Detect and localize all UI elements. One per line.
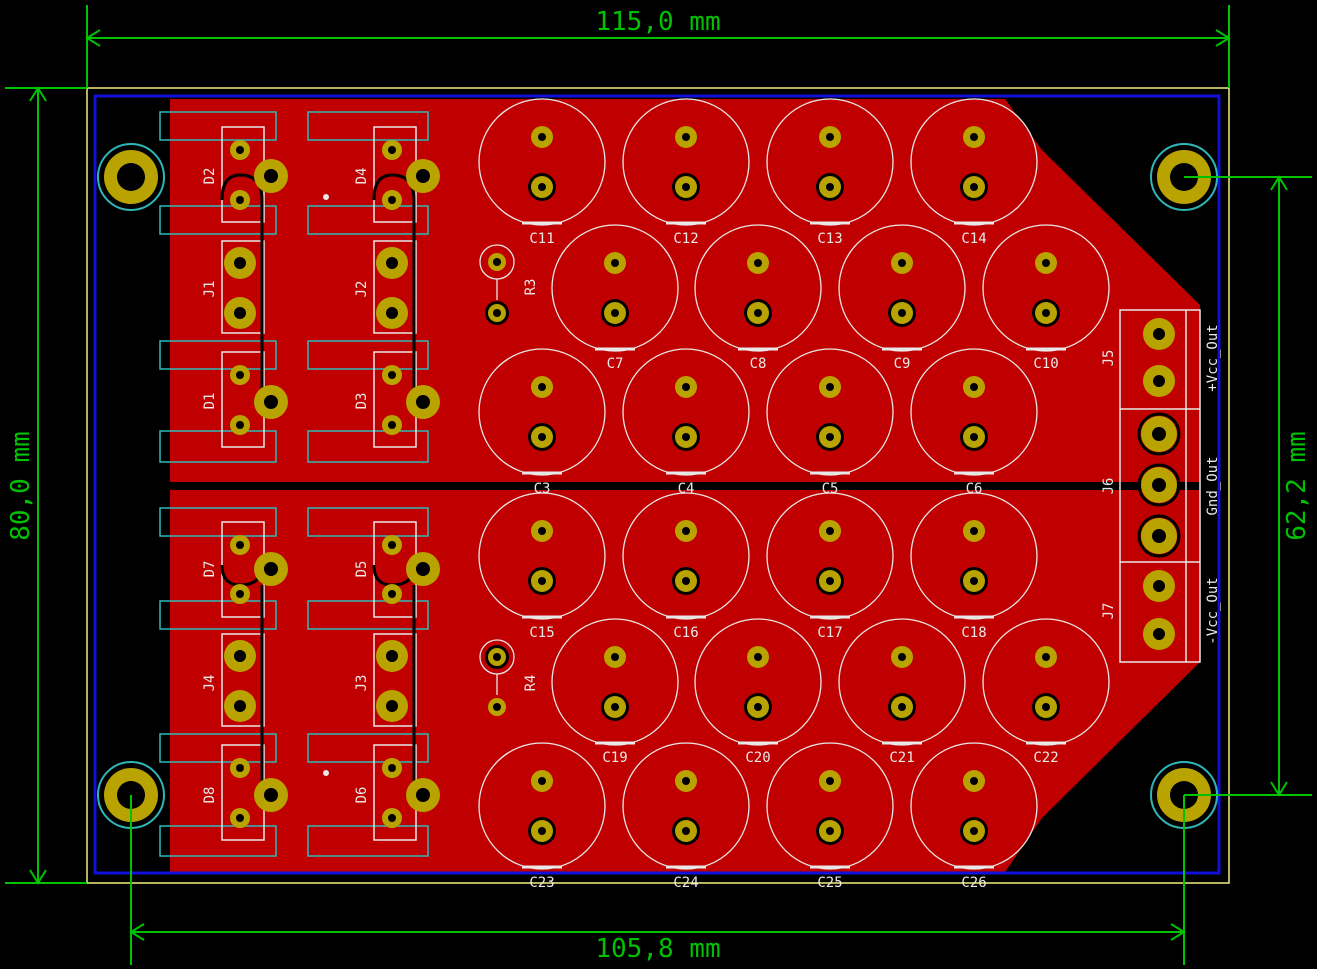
capacitor-c13: C13 [766,98,894,247]
ref-C20: C20 [745,750,770,766]
dimension-bottom-label: 105,8 mm [595,934,720,964]
diode-pads [224,140,440,828]
dimension-bottom [129,795,1186,965]
ref-R3: R3 [523,279,539,296]
ref-C5: C5 [822,481,839,497]
capacitor-c22: C22 [982,618,1110,766]
dimension-left-label: 80,0 mm [6,431,36,541]
output-connectors: J5 J6 J7 +Vcc_Out Gnd_Out -Vcc_Out [1101,309,1221,663]
ref-C3: C3 [534,481,551,497]
capacitor-c8: C8 [694,224,822,372]
ref-C15: C15 [529,625,554,641]
ref-C13: C13 [817,231,842,247]
ref-C8: C8 [750,356,767,372]
ref-C11: C11 [529,231,554,247]
capacitor-c16: C16 [622,492,750,641]
ref-J7: J7 [1101,603,1117,620]
ref-C16: C16 [673,625,698,641]
ref-D2: D2 [202,168,218,185]
ref-C7: C7 [607,356,624,372]
ref-D4: D4 [354,168,370,185]
keepout-outline [93,94,1221,875]
capacitor-c24: C24 [622,742,750,891]
capacitor-c7: C7 [551,224,679,372]
ref-C23: C23 [529,875,554,891]
capacitor-c25: C25 [766,742,894,891]
ref-D1: D1 [202,393,218,410]
dimension-right-label: 62,2 mm [1282,431,1312,541]
label-neg-vcc-out: -Vcc_Out [1205,577,1221,644]
ref-D8: D8 [202,787,218,804]
ref-J2: J2 [354,281,370,298]
capacitor-c14: C14 [910,98,1038,247]
capacitor-c26: C26 [910,742,1038,891]
ref-C12: C12 [673,231,698,247]
ref-C24: C24 [673,875,698,891]
ref-C4: C4 [678,481,695,497]
ref-C9: C9 [894,356,911,372]
capacitor-c4: C4 [622,348,750,497]
copper-pour-bottom [170,490,1200,872]
dimension-right [1184,175,1312,797]
capacitor-c17: C17 [766,492,894,641]
capacitor-c15: C15 [478,492,606,641]
ref-D5: D5 [354,561,370,578]
dimension-left [5,86,87,885]
label-gnd-out: Gnd_Out [1205,456,1221,515]
capacitor-c9: C9 [838,224,966,372]
ref-J1: J1 [202,281,218,298]
resistor-r3: R3 [479,244,539,325]
left-module-labels: D2 J1 D1 D4 J2 D3 D7 J4 D8 D5 J3 D6 [202,168,370,804]
ref-C10: C10 [1033,356,1058,372]
ref-C6: C6 [966,481,983,497]
ref-D3: D3 [354,393,370,410]
ref-D6: D6 [354,787,370,804]
capacitor-c12: C12 [622,98,750,247]
capacitor-c23: C23 [478,742,606,891]
ref-C25: C25 [817,875,842,891]
ref-J6: J6 [1101,478,1117,495]
capacitor-c19: C19 [551,618,679,766]
ref-J3: J3 [354,675,370,692]
board-edge [86,87,1230,884]
capacitor-c18: C18 [910,492,1038,641]
capacitor-c3: C3 [478,348,606,497]
capacitor-c11: C11 [478,98,606,247]
dimension-top [85,5,1231,88]
ref-J4: J4 [202,675,218,692]
capacitor-c10: C10 [982,224,1110,372]
ref-C18: C18 [961,625,986,641]
label-vcc-out: +Vcc_Out [1205,324,1221,391]
ref-C14: C14 [961,231,986,247]
ref-D7: D7 [202,561,218,578]
dimension-top-label: 115,0 mm [595,7,720,37]
ref-C22: C22 [1033,750,1058,766]
ref-J5: J5 [1101,350,1117,367]
capacitor-c6: C6 [910,348,1038,497]
ref-R4: R4 [523,675,539,692]
capacitor-c21: C21 [838,618,966,766]
ref-C21: C21 [889,750,914,766]
mounting-hole-top-left [97,143,165,211]
capacitor-c20: C20 [694,618,822,766]
ref-C19: C19 [602,750,627,766]
ref-C17: C17 [817,625,842,641]
resistor-r4: R4 [479,639,539,716]
ref-C26: C26 [961,875,986,891]
